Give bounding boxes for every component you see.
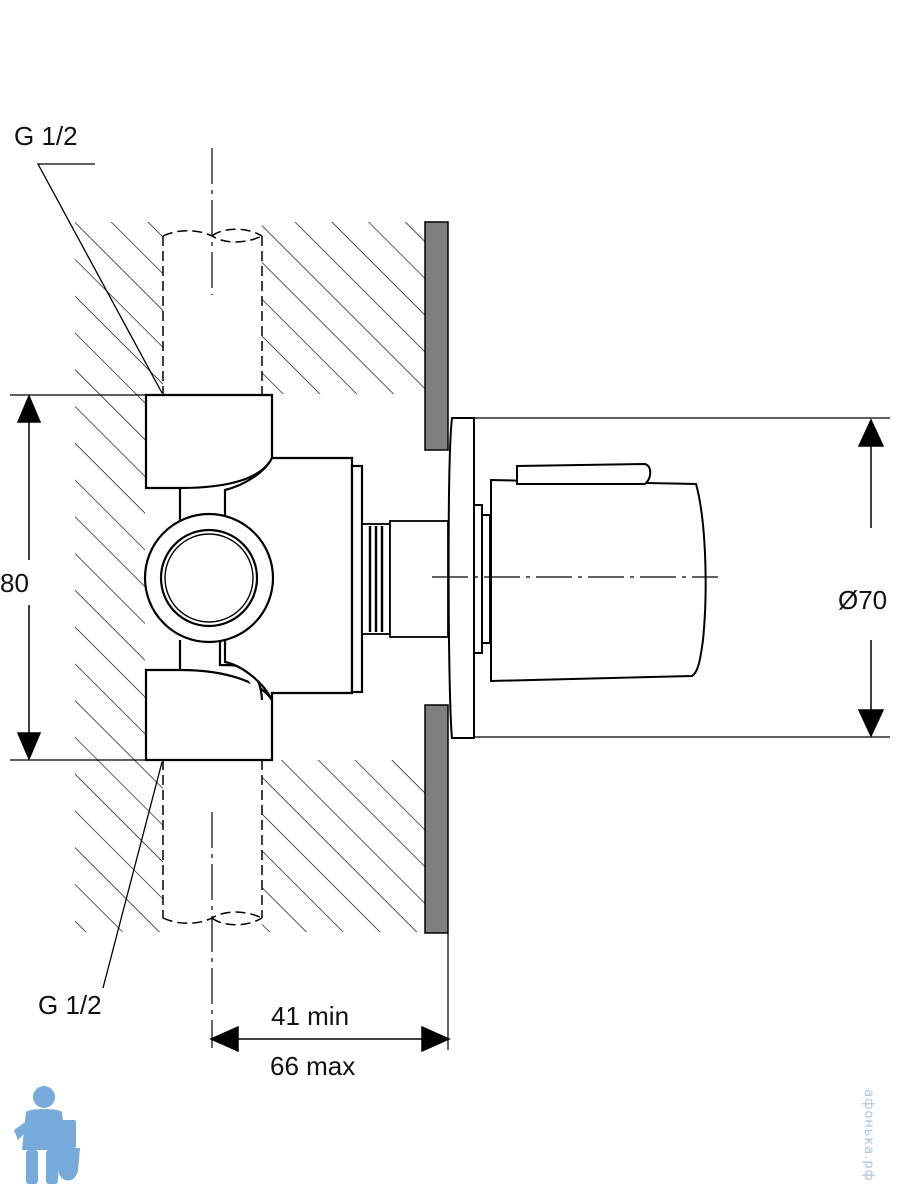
wall-hatching [75, 222, 425, 932]
depth-max-label: 66 max [270, 1051, 356, 1081]
plumber-mascot-icon [14, 1086, 80, 1184]
wall-panel-top [424, 221, 449, 451]
handle [490, 462, 707, 683]
depth-min-label: 41 min [271, 1001, 350, 1031]
wall-panel-bottom [424, 704, 449, 934]
thread-label-bottom: G 1/2 [38, 990, 102, 1020]
diameter-dimension [857, 418, 885, 738]
height-dimension [16, 394, 42, 761]
depth-dimension [209, 1025, 451, 1053]
thread-label-top: G 1/2 [14, 121, 78, 151]
watermark-text: афонька.рф [860, 1089, 876, 1182]
thread-leaders [36, 163, 163, 989]
diameter-dimension-label: Ø70 [838, 585, 888, 615]
extension-lines [10, 394, 890, 1050]
escutcheon [447, 417, 491, 739]
height-dimension-label: 80 [0, 568, 29, 598]
valve-body [143, 393, 364, 762]
spindle [361, 520, 449, 638]
